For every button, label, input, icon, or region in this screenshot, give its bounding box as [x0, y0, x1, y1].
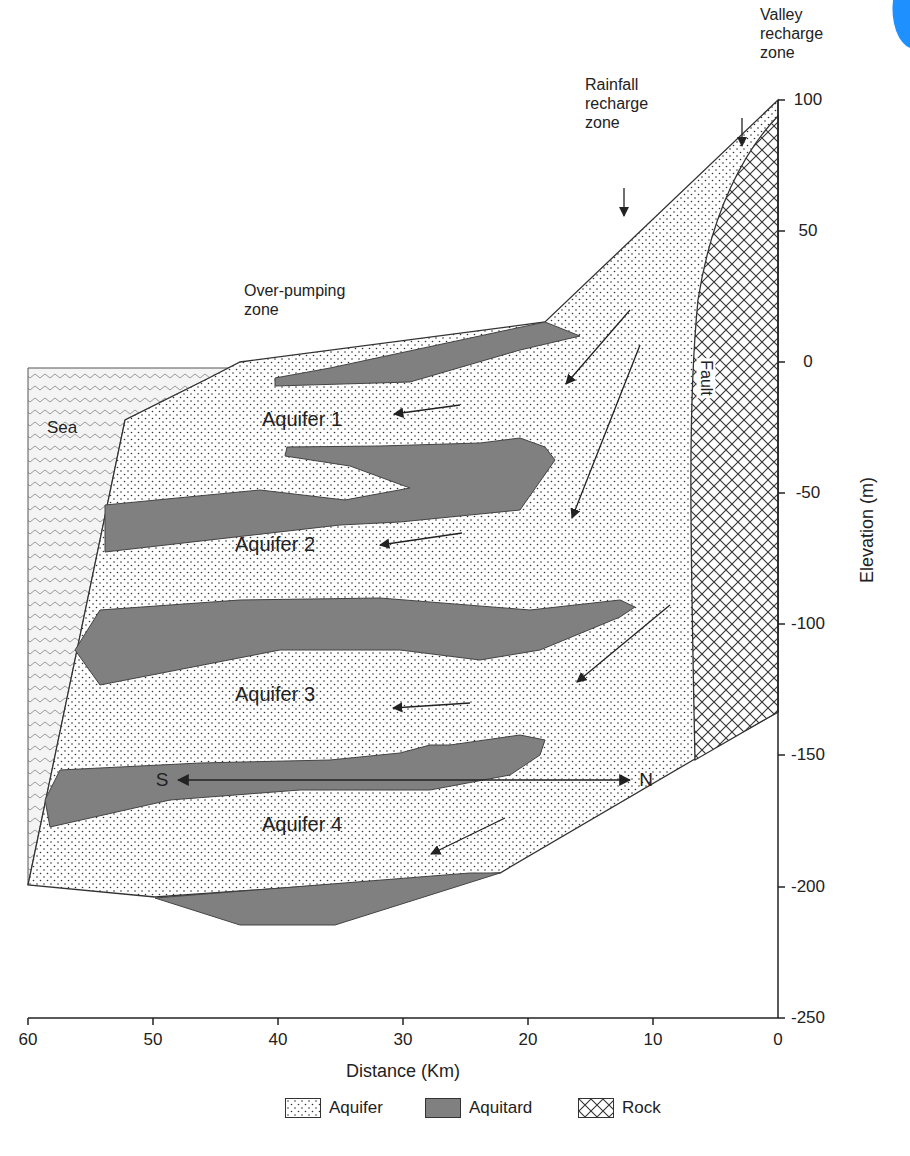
tick-label: 30	[394, 1030, 413, 1050]
axis-title: Elevation (m)	[857, 477, 878, 583]
legend-pattern	[285, 1098, 321, 1118]
legend-item: Aquitard	[425, 1098, 532, 1118]
tick-label: -200	[791, 877, 825, 897]
direction-arrow	[178, 779, 630, 781]
legend-swatch	[425, 1098, 461, 1118]
zone-label: Rainfall recharge zone	[585, 76, 669, 133]
tick-label: -50	[796, 483, 821, 503]
tick-label: 50	[799, 221, 818, 241]
tick-label: 10	[644, 1030, 663, 1050]
tick-label: 0	[803, 352, 812, 372]
tick-label: 40	[269, 1030, 288, 1050]
legend-text: Rock	[622, 1098, 661, 1118]
aquifer-body	[28, 100, 778, 897]
legend-item: Aquifer	[285, 1098, 383, 1118]
direction-label: N	[639, 769, 653, 791]
legend-pattern	[578, 1098, 614, 1118]
axis-title: Distance (Km)	[346, 1061, 460, 1082]
legend-text: Aquifer	[329, 1098, 383, 1118]
aquifer-label: Aquifer 1	[262, 408, 342, 432]
legend-text: Aquitard	[469, 1098, 532, 1118]
zone-label: Over-pumping zone	[244, 282, 354, 320]
aquifer-label: Aquifer 4	[262, 813, 342, 837]
tick-label: 0	[773, 1030, 782, 1050]
sea-label: Sea	[47, 418, 77, 438]
tick-label: 20	[519, 1030, 538, 1050]
zone-label: Valley recharge zone	[760, 6, 844, 63]
tick-label: -100	[791, 614, 825, 634]
fault-label: Fault	[697, 358, 716, 398]
aquitard-layers	[45, 322, 635, 925]
tick-label: -250	[791, 1008, 825, 1028]
corner-mark	[892, 0, 910, 48]
flow-arrows	[380, 118, 742, 854]
rock-block	[691, 116, 778, 760]
tick-label: 60	[19, 1030, 38, 1050]
aquifer-label: Aquifer 3	[235, 683, 315, 707]
axes	[28, 100, 785, 1025]
aquifer-label: Aquifer 2	[235, 533, 315, 557]
tick-label: 100	[794, 90, 822, 110]
tick-label: -150	[791, 745, 825, 765]
direction-label: S	[156, 769, 169, 791]
tick-label: 50	[144, 1030, 163, 1050]
legend-item: Rock	[578, 1098, 661, 1118]
